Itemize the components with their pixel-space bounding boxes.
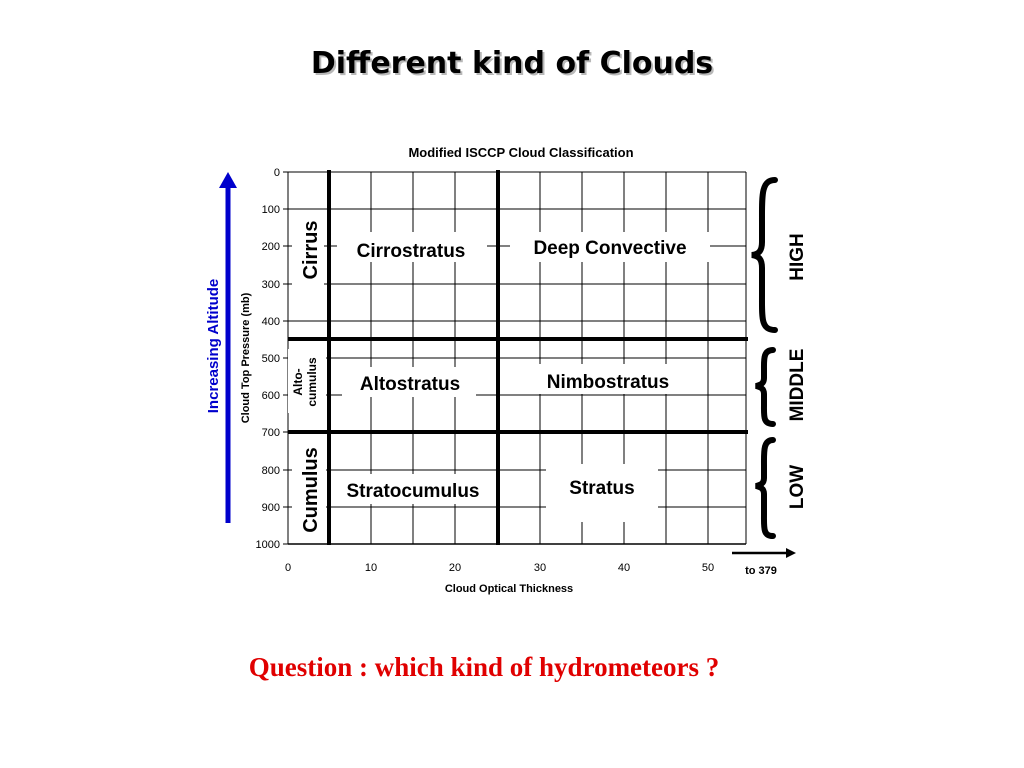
x-tick-label: 50 [702, 562, 714, 574]
y-axis-label: Cloud Top Pressure (mb) [240, 292, 252, 423]
x-tick-label: 0 [285, 562, 291, 574]
x-overflow-label: to 379 [745, 565, 777, 577]
grid-horizontal [288, 171, 746, 508]
y-tick-label: 100 [262, 204, 280, 216]
label-backgrounds [288, 212, 710, 540]
x-tick-label: 30 [534, 562, 546, 574]
level-middle: MIDDLE [787, 349, 808, 422]
y-tick-labels: 0 100 200 300 400 500 600 700 800 900 10… [256, 167, 280, 551]
cell-cirrostratus: Cirrostratus [357, 241, 466, 262]
altitude-arrow-head [219, 172, 237, 188]
cell-altocumulus-line2: cumulus [305, 357, 319, 407]
cell-stratus: Stratus [569, 478, 634, 499]
x-tick-label: 10 [365, 562, 377, 574]
level-braces [751, 177, 778, 539]
altitude-arrow [219, 172, 237, 523]
y-tick-label: 700 [262, 427, 280, 439]
y-tick-marks [283, 171, 288, 545]
y-tick-label: 600 [262, 390, 280, 402]
altitude-arrow-label: Increasing Altitude [205, 279, 222, 413]
y-tick-label: 400 [262, 316, 280, 328]
diagram-title: Modified ISCCP Cloud Classification [408, 145, 633, 160]
y-tick-label: 900 [262, 502, 280, 514]
y-tick-label: 1000 [256, 539, 280, 551]
cell-altocumulus-line1: Alto- [291, 368, 305, 395]
cell-nimbostratus: Nimbostratus [547, 372, 669, 393]
slide-title: Different kind of Clouds [310, 46, 714, 81]
cell-cirrus: Cirrus [300, 221, 322, 280]
x-tick-label: 20 [449, 562, 461, 574]
y-tick-label: 800 [262, 465, 280, 477]
x-tick-labels: 0 10 20 30 40 50 [285, 562, 714, 574]
x-overflow-arrow [732, 548, 796, 558]
brace-low [755, 437, 776, 539]
y-tick-label: 500 [262, 353, 280, 365]
cell-deep-convective: Deep Convective [533, 238, 686, 259]
cell-altostratus: Altostratus [360, 374, 460, 395]
cell-stratocumulus: Stratocumulus [346, 481, 479, 502]
brace-high [751, 177, 778, 333]
cell-cumulus: Cumulus [300, 447, 322, 533]
x-tick-label: 40 [618, 562, 630, 574]
y-tick-label: 300 [262, 279, 280, 291]
y-tick-label: 200 [262, 241, 280, 253]
y-tick-label: 0 [274, 167, 280, 179]
brace-middle [755, 347, 776, 427]
x-axis-label: Cloud Optical Thickness [445, 583, 573, 595]
level-high: HIGH [787, 233, 808, 281]
level-low: LOW [787, 465, 808, 509]
question-text: Question : which kind of hydrometeors ? [248, 652, 720, 682]
category-dividers [288, 170, 748, 545]
